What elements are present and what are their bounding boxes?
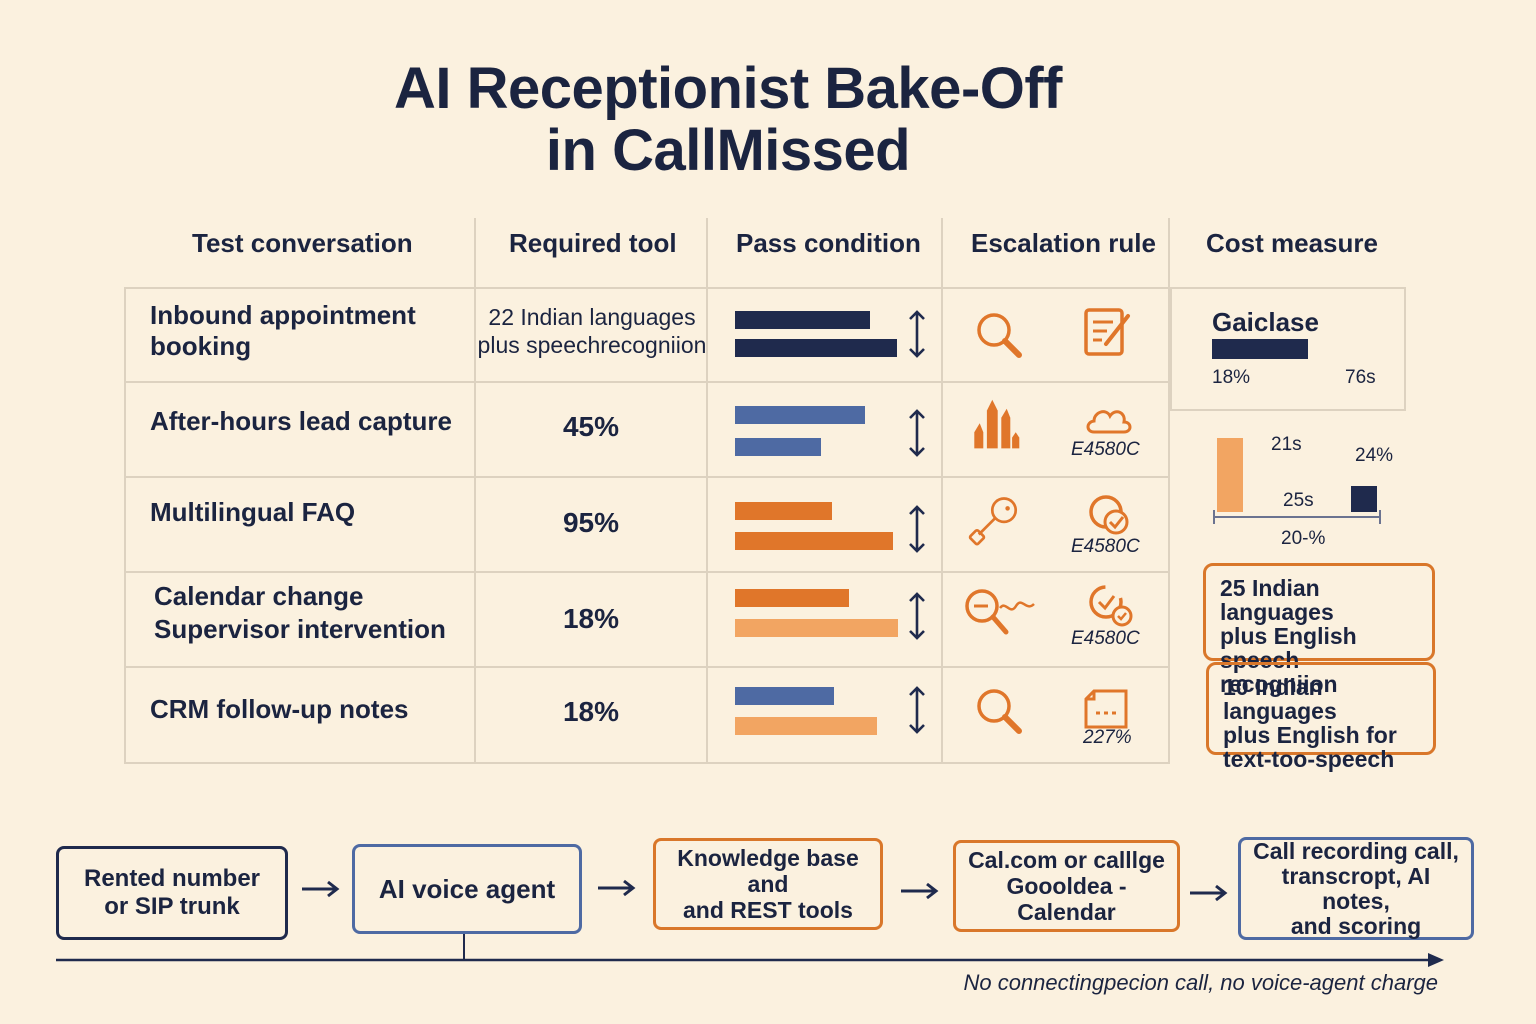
pass-bar-row2-2 <box>735 438 821 456</box>
bar-chart-icon <box>974 399 1020 449</box>
row-divider <box>124 666 1170 668</box>
tool-value-after-hours: 45% <box>562 411 620 442</box>
pass-bar-row5-1 <box>735 687 834 705</box>
check-circle-icon <box>1089 495 1129 535</box>
cost-mini-label: 20-% <box>1281 528 1326 549</box>
tool-value-faq: 95% <box>562 507 620 538</box>
row-label-calendar-change: Calendar change Supervisor intervention <box>154 581 446 644</box>
tool-value-crm: 18% <box>562 696 620 727</box>
pass-bar-row2-1 <box>735 406 865 424</box>
page-title: AI Receptionist Bake-Off in CallMissed <box>0 58 1456 182</box>
arrow-right-icon <box>302 880 340 898</box>
cloud-icon <box>1086 410 1132 434</box>
cost-mini-axis <box>1213 516 1381 518</box>
footer-note: No connectingpecion call, no voice-agent… <box>963 970 1438 995</box>
cost-left-value: 18% <box>1212 367 1251 388</box>
pass-bar-row1-2 <box>735 339 897 357</box>
escalation-code-label: E4580C <box>1071 628 1140 649</box>
row-label-inbound-booking: Inbound appointment booking <box>150 300 416 361</box>
pass-bar-row3-2 <box>735 532 893 550</box>
header-required-tool: Required tool <box>509 228 677 258</box>
cost-box-label: Gaiclase <box>1212 307 1319 337</box>
tool-languages: 22 Indian languages plus speechrecogniio… <box>477 304 707 358</box>
title-line-2: in CallMissed <box>545 118 911 183</box>
pass-bar-row5-2 <box>735 717 877 735</box>
title-line-1: AI Receptionist Bake-Off <box>394 56 1063 121</box>
arrow-right-icon <box>1190 884 1228 902</box>
escalation-code-label: E4580C <box>1071 439 1140 460</box>
check-sync-icon <box>1089 585 1133 627</box>
text-to-speech-note: 10 Indian languages plus English for tex… <box>1206 662 1436 771</box>
column-divider <box>474 218 476 764</box>
timeline-arrow <box>56 953 1444 967</box>
cost-axis-tick <box>1379 510 1381 524</box>
flow-step-ai-agent: AI voice agent <box>352 844 582 934</box>
cost-summary-box <box>1170 287 1406 411</box>
arrow-right-icon <box>901 882 939 900</box>
tool-value-calendar: 18% <box>562 603 620 634</box>
cost-mini-bar-navy <box>1351 486 1377 512</box>
column-divider <box>941 218 943 764</box>
magnifier-icon <box>977 313 1022 358</box>
header-pass-condition: Pass condition <box>736 228 921 258</box>
pass-bar-row1-1 <box>735 311 870 329</box>
row-label-crm-notes: CRM follow-up notes <box>150 694 409 724</box>
edit-document-icon <box>1084 308 1130 356</box>
pass-bar-row4-2 <box>735 619 898 637</box>
pass-bar-row3-1 <box>735 502 832 520</box>
column-divider <box>706 218 708 764</box>
cost-mini-label: 21s <box>1271 434 1302 455</box>
column-divider <box>1168 218 1170 764</box>
escalation-value-label: 227% <box>1083 727 1132 748</box>
speech-recognition-note: 25 Indian languages plus English speech … <box>1203 563 1435 696</box>
search-wave-icon <box>965 589 1035 635</box>
flow-step-recording: Call recording call,transcropt, AI notes… <box>1238 837 1474 940</box>
cost-axis-tick <box>1213 510 1215 524</box>
header-escalation-rule: Escalation rule <box>971 228 1156 258</box>
row-divider <box>124 476 1170 478</box>
header-cost-measure: Cost measure <box>1206 228 1378 258</box>
magnifier-icon <box>977 689 1022 734</box>
table-left-border <box>124 287 126 764</box>
message-box-icon <box>1084 689 1128 729</box>
double-arrow-icon <box>909 505 925 553</box>
row-divider <box>124 381 1170 383</box>
cost-mini-label: 25s <box>1283 490 1314 511</box>
cost-right-value: 76s <box>1345 367 1376 388</box>
pass-bar-row4-1 <box>735 589 849 607</box>
row-divider <box>124 571 1170 573</box>
double-arrow-icon <box>909 310 925 358</box>
cost-mini-bar-peach <box>1217 438 1243 512</box>
row-label-after-hours: After-hours lead capture <box>150 406 452 436</box>
row-label-multilingual-faq: Multilingual FAQ <box>150 497 356 527</box>
escalation-code-label: E4580C <box>1071 536 1140 557</box>
cost-mini-label: 24% <box>1355 445 1394 466</box>
arrow-right-icon <box>598 879 636 897</box>
double-arrow-icon <box>909 592 925 640</box>
double-arrow-icon <box>909 686 925 734</box>
header-test-conversation: Test conversation <box>192 228 413 258</box>
cost-bar <box>1212 339 1308 359</box>
double-arrow-icon <box>909 409 925 457</box>
search-key-icon <box>968 497 1018 546</box>
row-divider <box>124 287 1170 289</box>
table-bottom-border <box>124 762 1170 764</box>
timeline-connector <box>463 934 465 960</box>
